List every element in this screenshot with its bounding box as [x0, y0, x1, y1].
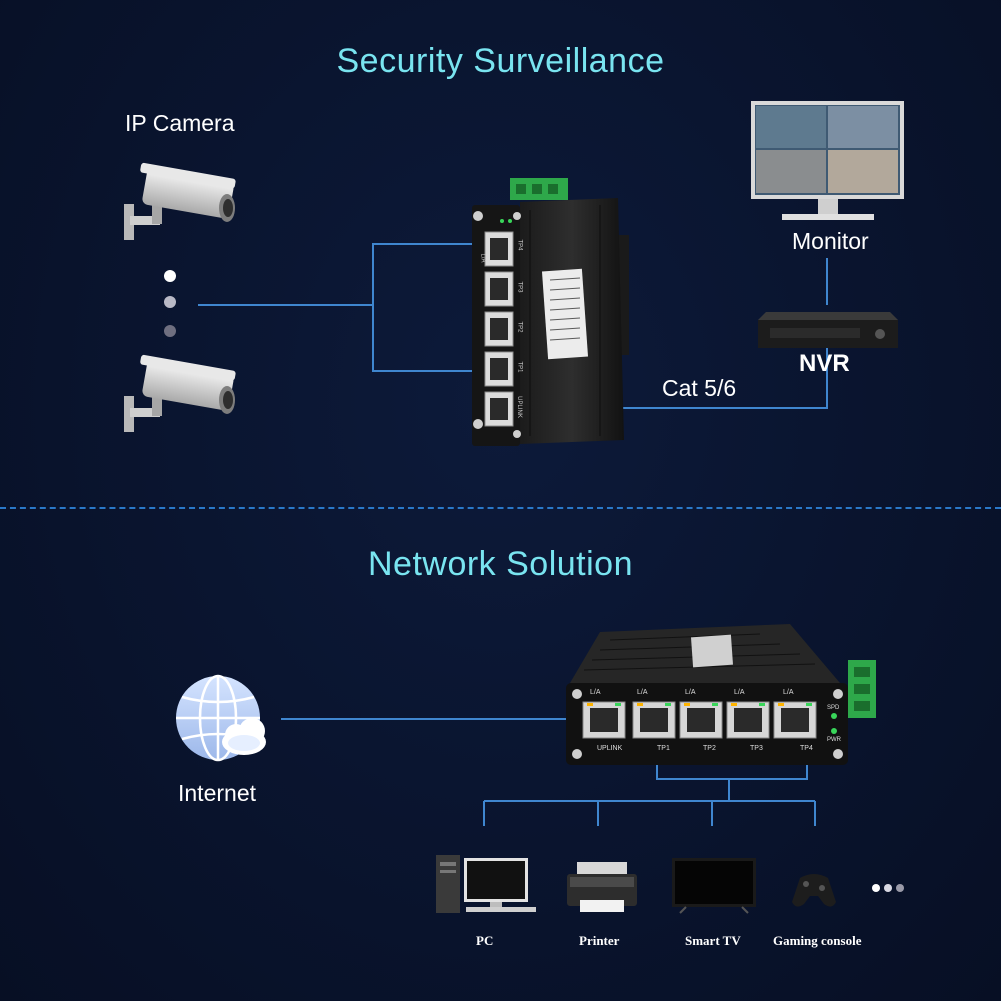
- gamepad-icon: [792, 874, 836, 907]
- internet-label: Internet: [178, 780, 256, 806]
- printer-icon: [567, 862, 637, 912]
- switch-port-tp1-label: TP1: [657, 745, 670, 752]
- device-label-smart-tv: Smart TV: [685, 933, 741, 948]
- pc-icon: [436, 855, 536, 913]
- device-label-printer: Printer: [579, 933, 620, 948]
- section-title-security: Security Surveillance: [336, 42, 665, 80]
- vswitch-port-la-label: L/A: [479, 253, 486, 263]
- vswitch-port-tp3-label: TP3: [516, 281, 523, 293]
- vswitch-port-tp4-label: TP4: [516, 239, 523, 251]
- switch-led-spd-label: SPD: [827, 705, 840, 711]
- cable-label: Cat 5/6: [662, 375, 737, 401]
- nvr-icon: [758, 312, 898, 348]
- more-devices-dots-icon: [872, 884, 904, 892]
- tv-icon: [672, 858, 756, 914]
- nvr-label: NVR: [799, 350, 850, 377]
- vswitch-port-tp1-label: TP1: [516, 361, 523, 373]
- device-label-gaming-console: Gaming console: [773, 933, 862, 948]
- switch-port-tp4-label: TP4: [800, 745, 813, 752]
- more-cameras-dots-icon: [164, 270, 176, 337]
- device-label-pc: PC: [476, 933, 494, 948]
- cloud-icon: [222, 718, 266, 755]
- ip-camera-label: IP Camera: [125, 110, 235, 136]
- switch-port-la-2: L/A: [685, 689, 696, 696]
- switch-port-uplink-label: UPLINK: [597, 745, 623, 752]
- switch-port-la-4: L/A: [783, 689, 794, 696]
- din-rail-switch-vertical: [472, 178, 629, 446]
- switch-led-pwr-label: PWR: [827, 737, 841, 743]
- switch-port-la-0: L/A: [590, 689, 601, 696]
- monitor-label: Monitor: [792, 228, 869, 254]
- section-divider: [0, 507, 1001, 509]
- ip-camera-icon: [124, 162, 236, 240]
- section-title-network: Network Solution: [367, 545, 633, 583]
- vswitch-port-uplink-label: UPLINK: [515, 396, 522, 418]
- din-rail-switch-horizontal: [566, 624, 876, 765]
- switch-port-la-3: L/A: [734, 689, 745, 696]
- vswitch-port-tp2-label: TP2: [516, 321, 523, 333]
- monitor-icon: [751, 101, 904, 220]
- switch-port-la-1: L/A: [637, 689, 648, 696]
- switch-port-tp3-label: TP3: [750, 745, 763, 752]
- switch-port-tp2-label: TP2: [703, 745, 716, 752]
- ip-camera-icon: [124, 354, 236, 432]
